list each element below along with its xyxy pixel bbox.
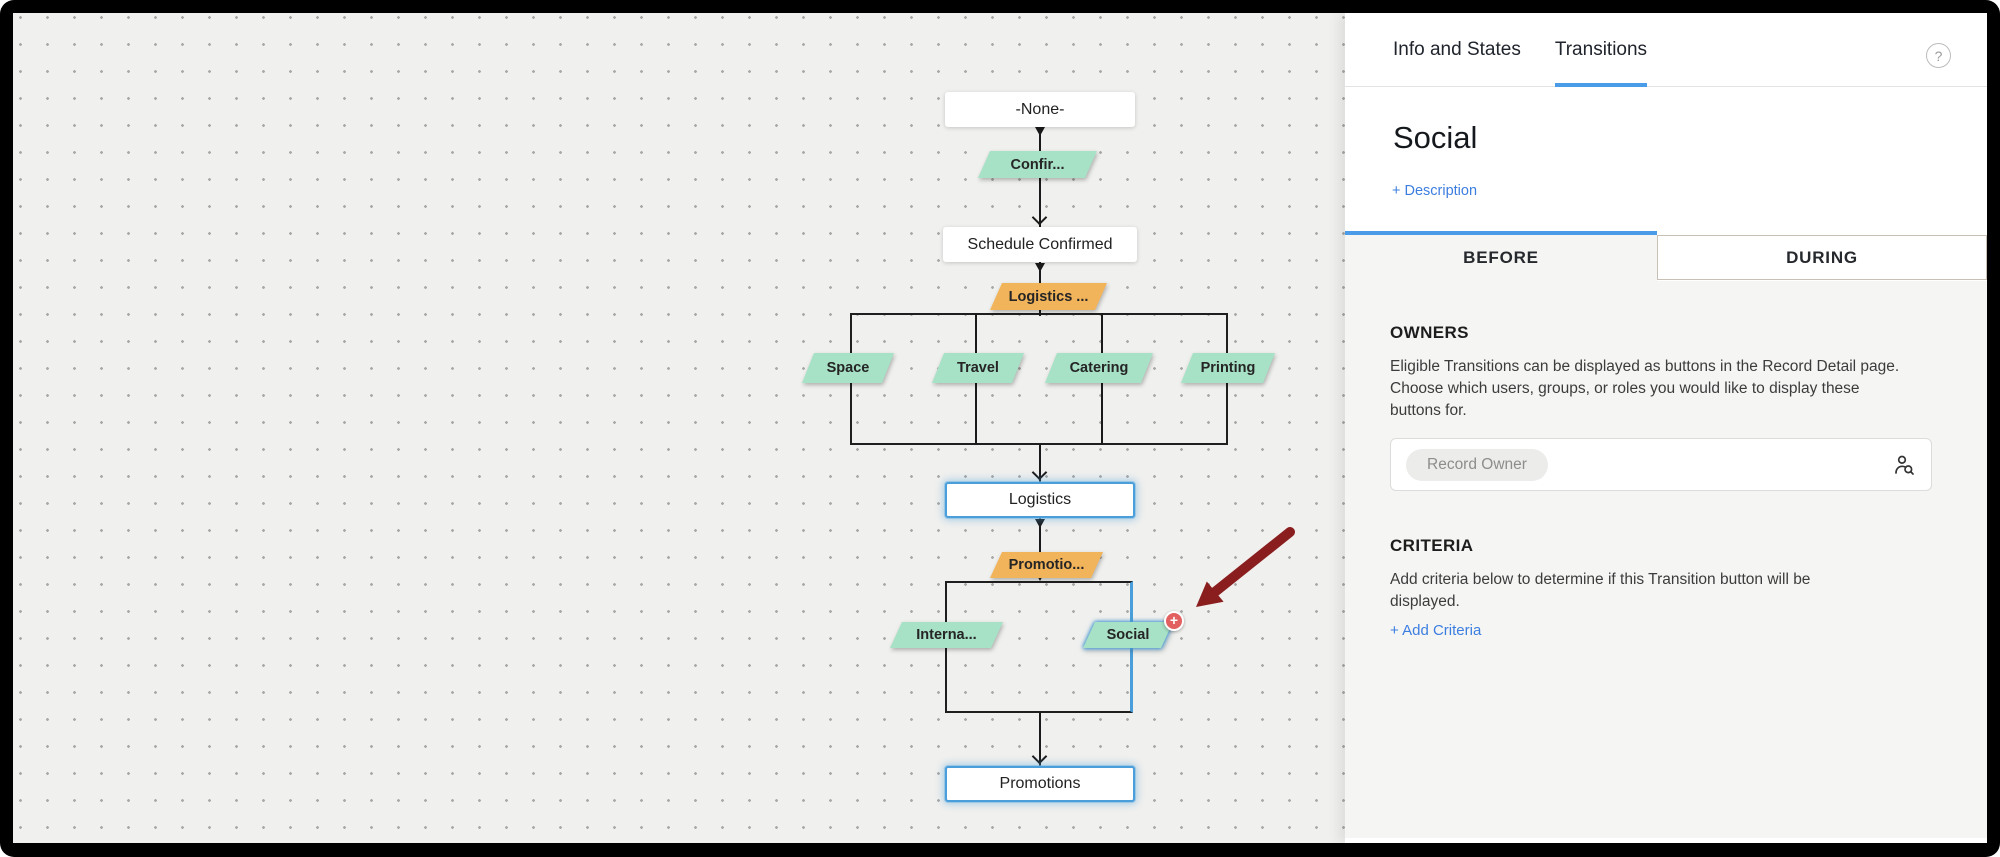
blueprint-canvas[interactable]: -None- Schedule Confirmed Logistics Prom… <box>13 13 1345 843</box>
state-node-logistics[interactable]: Logistics <box>945 482 1135 518</box>
add-criteria-link[interactable]: + Add Criteria <box>1390 622 1482 639</box>
tab-label: DURING <box>1786 247 1858 267</box>
transition-node-confirm[interactable]: Confir... <box>978 151 1097 178</box>
panel-tabbar: Info and States Transitions <box>1345 13 1987 87</box>
transition-label: Interna... <box>916 627 977 643</box>
state-node-none[interactable]: -None- <box>945 92 1135 127</box>
transition-node-promotio[interactable]: Promotio... <box>990 552 1103 578</box>
transition-label: Confir... <box>1010 156 1065 173</box>
arrowhead-icon <box>1031 209 1048 226</box>
owners-description: Eligible Transitions can be displayed as… <box>1390 358 1900 419</box>
state-label: Promotions <box>999 775 1081 792</box>
transition-label: Travel <box>957 360 999 376</box>
owners-input[interactable]: Record Owner <box>1390 438 1932 491</box>
arrowhead-icon <box>1031 464 1048 481</box>
arrowhead-icon <box>1031 748 1048 765</box>
before-during-tabs: BEFORE DURING <box>1345 231 1987 281</box>
tab-label: Info and States <box>1393 38 1521 60</box>
transition-node-logistics[interactable]: Logistics ... <box>990 283 1107 310</box>
state-label: -None- <box>1015 100 1065 118</box>
transition-label: Catering <box>1069 360 1129 376</box>
transition-label: Social <box>1106 627 1150 643</box>
transition-node-printing[interactable]: Printing <box>1181 353 1275 383</box>
transition-label: Printing <box>1200 360 1256 376</box>
tab-transitions[interactable]: Transitions <box>1554 13 1648 87</box>
transition-node-catering[interactable]: Catering <box>1045 353 1153 383</box>
transition-label: Promotio... <box>1008 557 1085 573</box>
transition-label: Logistics ... <box>1008 288 1089 305</box>
transition-node-internal[interactable]: Interna... <box>890 622 1003 648</box>
transition-title: Social <box>1393 120 1478 155</box>
annotation-arrow-icon <box>1196 527 1295 607</box>
tab-label: Transitions <box>1554 38 1648 60</box>
transition-label: Space <box>826 360 870 376</box>
arrowhead-icon <box>1035 263 1045 272</box>
transition-node-space[interactable]: Space <box>802 353 894 383</box>
transition-node-social[interactable]: Social <box>1083 622 1173 648</box>
help-icon[interactable]: ? <box>1926 43 1951 68</box>
connector-line <box>1039 127 1041 151</box>
add-description-link[interactable]: + Description <box>1392 183 1478 199</box>
transition-node-travel[interactable]: Travel <box>932 353 1024 383</box>
connector-line <box>1039 713 1041 766</box>
arrowhead-icon <box>1035 127 1045 136</box>
user-search-icon[interactable] <box>1892 453 1916 477</box>
connector-line <box>1039 445 1041 482</box>
arrowhead-icon <box>1035 519 1045 528</box>
add-transition-plus-button[interactable]: + <box>1164 611 1184 631</box>
criteria-description: Add criteria below to determine if this … <box>1390 571 1811 610</box>
connector-line <box>1039 310 1041 316</box>
transition-detail-panel: Info and States Transitions ? Social + D… <box>1345 13 1987 843</box>
tab-info-and-states[interactable]: Info and States <box>1393 13 1521 87</box>
connector-line <box>1039 518 1041 552</box>
state-label: Schedule Confirmed <box>967 235 1113 253</box>
owners-heading: OWNERS <box>1390 323 1469 342</box>
connector-line <box>1039 262 1041 283</box>
state-node-promotions[interactable]: Promotions <box>945 766 1135 802</box>
tab-label: BEFORE <box>1463 248 1539 267</box>
state-node-schedule-confirmed[interactable]: Schedule Confirmed <box>943 227 1137 262</box>
before-tab-content: OWNERS Eligible Transitions can be displ… <box>1345 281 1987 838</box>
state-label: Logistics <box>1008 491 1072 508</box>
tab-before[interactable]: BEFORE <box>1345 231 1657 281</box>
connector-line <box>1039 178 1041 227</box>
branch-group-logistics <box>850 313 1228 445</box>
record-owner-chip[interactable]: Record Owner <box>1406 448 1548 481</box>
criteria-heading: CRITERIA <box>1390 536 1474 555</box>
tab-during[interactable]: DURING <box>1657 235 1987 280</box>
